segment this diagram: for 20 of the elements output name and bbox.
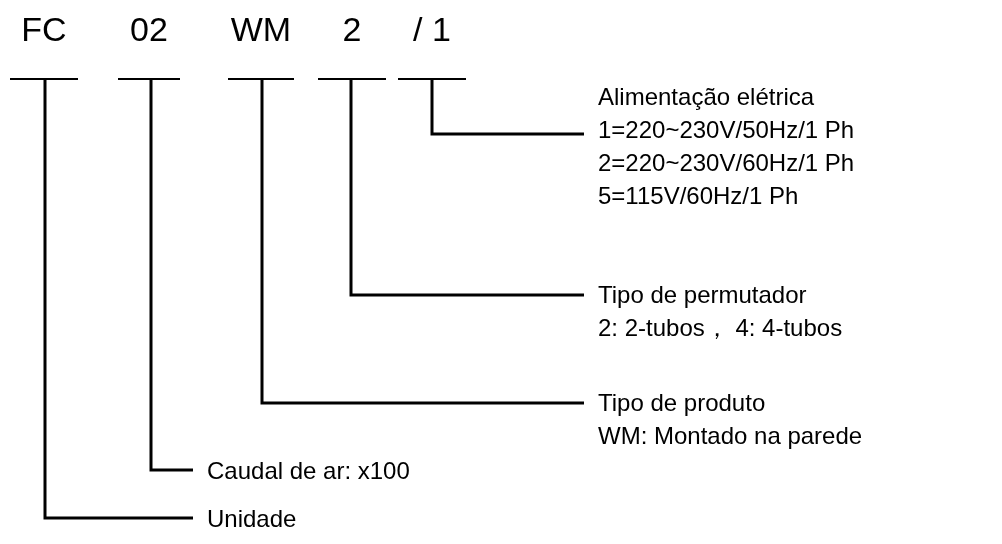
leader-line [260,80,584,405]
code-letters: 02 [130,12,168,46]
leader-line [149,80,193,472]
code-letters: FC [21,12,67,46]
option-text: WM: Montado na parede [598,421,863,451]
field-heading: Tipo de produto [598,388,767,418]
leader-line [349,80,584,297]
leader-line [43,80,193,520]
option-text: 2=220~230V/60Hz/1 Ph [598,148,855,178]
code-letters: 2 [342,12,362,46]
option-text: 2: 2-tubos， 4: 4-tubos [598,313,843,343]
field-heading: Tipo de permutador [598,280,808,310]
option-text: 5=115V/60Hz/1 Ph [598,181,800,211]
leader-line [430,80,584,136]
field-heading: Caudal de ar: x100 [207,456,410,486]
field-heading: Unidade [207,504,297,534]
code-letters: WM [230,12,292,46]
option-text: 1=220~230V/50Hz/1 Ph [598,115,855,145]
code-letters: / 1 [413,12,451,46]
field-heading: Alimentação elétrica [598,82,816,112]
